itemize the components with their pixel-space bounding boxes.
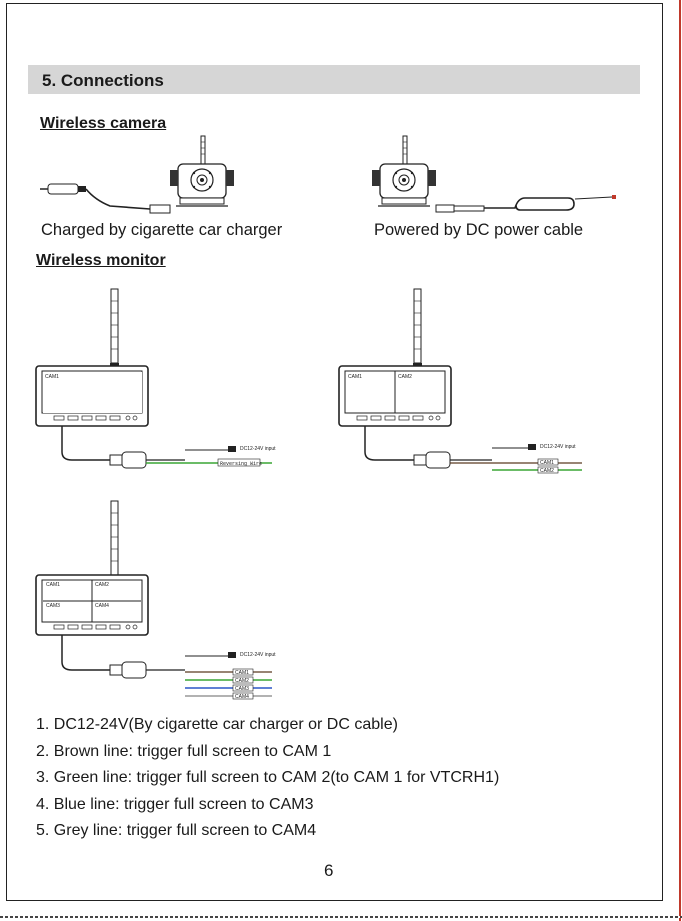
screen-label-cam4: CAM4 [95,603,109,609]
page-frame [6,3,663,901]
reversing-wire-label: Reversing Wire [220,461,262,467]
caption-dc-cable: Powered by DC power cable [374,221,584,239]
page-number: 6 [324,861,334,880]
bottom-rule [0,916,682,918]
screen-label-cam1: CAM1 [45,374,59,380]
margin-rule [679,0,681,921]
wireless-monitor-heading: Wireless monitor [36,252,166,269]
section-header-bar: 5. Connections [28,65,640,94]
screen-label-cam2: CAM2 [95,582,109,588]
screen-label-cam2: CAM2 [398,374,412,380]
dc-input-label-1: DC12-24V input [240,446,276,452]
camera-with-charger-illustration [40,135,235,214]
monitor-single-view-illustration: CAM1 DC12-24V input Reversing Wire [35,288,276,469]
cigarette-charger-icon [40,183,86,195]
wire-tag-cam2: CAM2 [235,678,249,684]
camera-with-dc-cable-illustration [371,135,616,213]
wire-tag-cam4: CAM4 [235,694,249,700]
list-item: 1. DC12-24V(By cigarette car charger or … [36,716,398,733]
caption-cigarette-charger: Charged by cigarette car charger [41,221,283,239]
list-item: 2. Brown line: trigger full screen to CA… [36,742,332,760]
screen-label-cam1: CAM1 [46,582,60,588]
screen-label-cam3: CAM3 [46,603,60,609]
wire-tag-cam2: CAM2 [540,468,554,474]
screen-label-cam1: CAM1 [348,374,362,380]
dc-input-label-2: DC12-24V input [540,444,576,450]
wire-tag-cam1: CAM1 [540,460,554,466]
monitor-dual-view-illustration: CAM1 CAM2 DC12-24V input CAM1 CAM2 [338,288,582,474]
wire-tag-cam1: CAM1 [235,670,249,676]
wire-tag-cam3: CAM3 [235,686,249,692]
dc-input-label-3: DC12-24V input [240,652,276,658]
connection-notes-list: 1. DC12-24V(By cigarette car charger or … [36,712,499,845]
list-item: 5. Grey line: trigger full screen to CAM… [36,822,317,839]
list-item: 4. Blue line: trigger full screen to CAM… [36,795,314,813]
list-item: 3. Green line: trigger full screen to CA… [36,769,500,786]
monitor-quad-view-illustration: CAM1 CAM2 CAM3 CAM4 DC12-24V input CAM1 … [35,500,276,700]
section-title: 5. Connections [42,71,164,90]
wireless-camera-heading: Wireless camera [40,115,167,132]
